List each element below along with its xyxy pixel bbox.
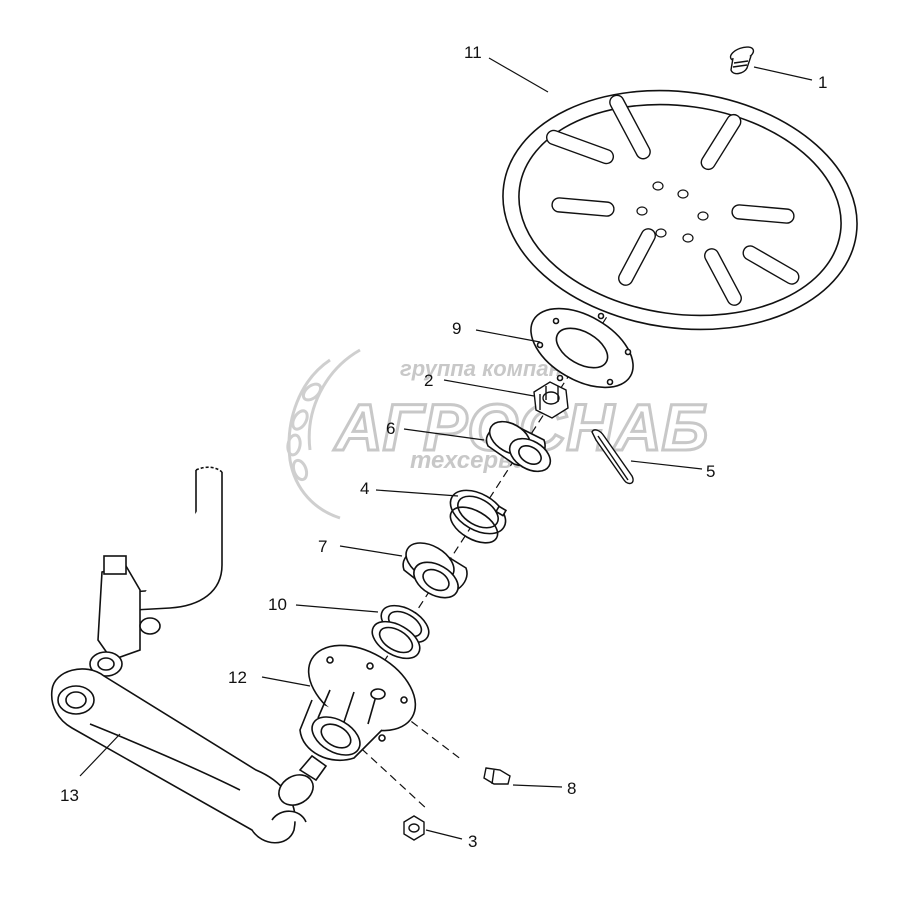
callout-4: 4 (360, 479, 369, 498)
part-5-cotter-pin (591, 429, 634, 485)
part-9-flange (530, 307, 634, 389)
part-3-nut (403, 815, 425, 841)
callout-7: 7 (318, 537, 327, 556)
callout-9: 9 (452, 319, 461, 338)
callout-11: 11 (464, 43, 482, 62)
part-13-steering-arm (50, 466, 328, 844)
callout-3: 3 (468, 832, 477, 851)
part-1-bolt (729, 46, 755, 75)
callout-2: 2 (424, 371, 433, 390)
callout-labels: 11 1 9 2 6 5 4 7 10 12 8 13 3 (60, 43, 827, 851)
part-2-castle-nut (533, 381, 569, 419)
part-12-hub (299, 644, 417, 762)
part-6-bearing (485, 420, 552, 473)
part-11-disc (502, 89, 858, 331)
leader-lines (79, 57, 813, 840)
part-8-grease-fitting (483, 767, 511, 785)
callout-1: 1 (818, 73, 827, 92)
callout-12: 12 (228, 668, 247, 687)
wheat-emblem-icon (286, 348, 361, 520)
part-10-seal-rings (371, 604, 430, 660)
callout-13: 13 (60, 786, 79, 805)
callout-10: 10 (268, 595, 287, 614)
callout-5: 5 (706, 462, 715, 481)
part-4-seal (449, 489, 508, 544)
callout-8: 8 (567, 779, 576, 798)
part-7-bearing (402, 542, 468, 599)
callout-6: 6 (386, 419, 395, 438)
